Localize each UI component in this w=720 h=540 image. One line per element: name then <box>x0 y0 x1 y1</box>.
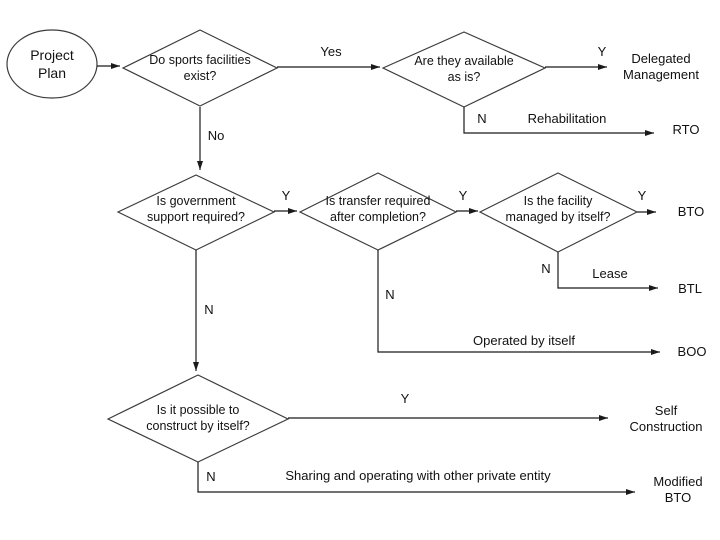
decision-managed-by-itself-label: Is the facility managed by itself? <box>505 194 611 224</box>
decision-available-as-is-label: Are they available as is? <box>414 54 514 84</box>
edge-label-managed-y: Y <box>637 188 647 203</box>
outcome-self-construction: Self Construction <box>629 403 703 434</box>
edge-label-transfer-n: N <box>385 287 395 302</box>
edge-label-construct-y: Y <box>400 391 410 406</box>
decision-construct-by-itself-diamond <box>106 374 290 463</box>
edge-label-rehabilitation: Rehabilitation <box>527 111 607 126</box>
outcome-modified-bto: Modified BTO <box>653 474 703 505</box>
outcome-bto: BTO <box>677 204 705 219</box>
start-node-ellipse <box>6 29 98 99</box>
connector-transfer-n-boo <box>377 250 660 355</box>
decision-transfer-required-label: Is transfer required after completion? <box>325 194 431 224</box>
edge-label-sports-no: No <box>207 128 225 143</box>
outcome-boo: BOO <box>677 344 707 359</box>
outcome-btl: BTL <box>678 281 702 296</box>
edge-label-gov-n: N <box>204 302 214 317</box>
connector-construct-n-modified <box>197 462 635 495</box>
decision-transfer-required-diamond <box>298 172 458 251</box>
edge-label-transfer-y: Y <box>458 188 468 203</box>
decision-gov-support-label: Is government support required? <box>147 194 245 224</box>
outcome-delegated-management: Delegated Management <box>623 51 699 82</box>
start-node-label: Project Plan <box>30 47 74 81</box>
edge-label-gov-y: Y <box>281 188 291 203</box>
decision-construct-by-itself-label: Is it possible to construct by itself? <box>146 403 250 433</box>
edge-label-available-n: N <box>477 111 487 126</box>
edge-label-construct-n: N <box>206 469 216 484</box>
decision-sports-exist-diamond <box>121 29 279 107</box>
connector-available-n-rto <box>463 107 654 136</box>
edge-label-available-y: Y <box>597 44 607 59</box>
edge-label-lease: Lease <box>592 266 628 281</box>
edge-label-sharing: Sharing and operating with other private… <box>285 468 551 483</box>
decision-available-as-is-diamond <box>381 31 547 108</box>
edge-label-managed-n: N <box>541 261 551 276</box>
connector-managed-n-btl <box>557 252 658 291</box>
edge-label-operated-by-itself: Operated by itself <box>473 333 575 348</box>
edge-label-sports-yes: Yes <box>320 44 342 59</box>
outcome-rto: RTO <box>672 122 700 137</box>
decision-sports-exist-label: Do sports facilities exist? <box>149 53 251 83</box>
decision-gov-support-diamond <box>116 174 276 251</box>
